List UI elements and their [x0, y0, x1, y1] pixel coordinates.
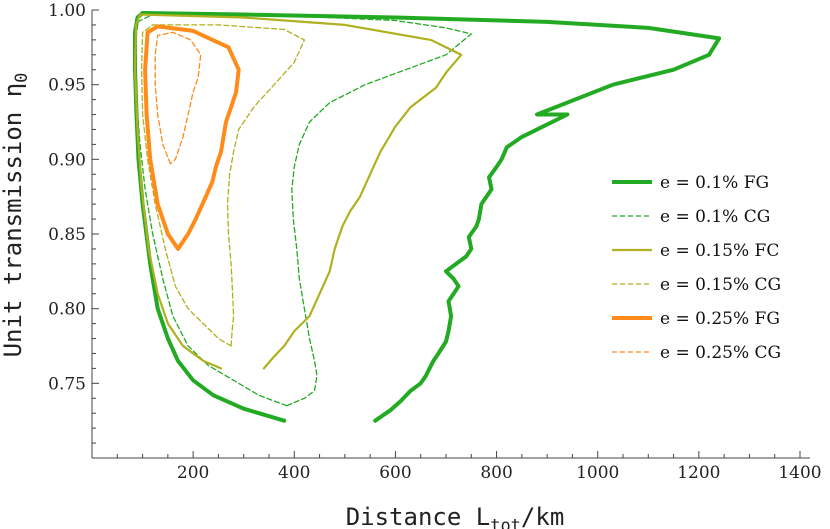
x-axis-title-main: Distance L — [346, 503, 491, 529]
y-tick-label: 1.00 — [48, 1, 86, 21]
x-tick-label: 600 — [379, 463, 411, 483]
series-line-1 — [134, 13, 472, 407]
legend-label: e = 0.15% FC — [660, 241, 779, 261]
y-tick-label: 0.75 — [48, 374, 86, 394]
y-axis-title-main: Unit transmission η — [0, 83, 27, 358]
x-tick-label: 1200 — [677, 463, 720, 483]
legend-label: e = 0.25% FG — [660, 309, 780, 329]
y-tick-label: 0.95 — [48, 76, 86, 96]
x-tick-label: 1000 — [576, 463, 619, 483]
y-axis-title-sub: 0 — [12, 73, 32, 83]
x-tick-label: 800 — [480, 463, 512, 483]
x-tick-label: 1400 — [778, 463, 821, 483]
x-tick-label: 200 — [177, 463, 209, 483]
series-line-5 — [154, 31, 202, 165]
x-axis-title-sub: tot — [490, 516, 521, 529]
legend: e = 0.1% FG e = 0.1% CG e = 0.15% FC e = 0.… — [612, 173, 781, 363]
legend-label: e = 0.15% CG — [660, 275, 781, 295]
legend-label: e = 0.25% CG — [660, 343, 781, 363]
y-tick-label: 0.85 — [48, 225, 86, 245]
series-line-0 — [133, 11, 722, 423]
series-line-2 — [133, 13, 463, 370]
series-line-4 — [143, 24, 241, 251]
y-tick-label: 0.90 — [48, 150, 86, 170]
y-axis-title: Unit transmission η0 — [0, 73, 32, 358]
legend-label: e = 0.1% CG — [660, 207, 770, 227]
legend-label: e = 0.1% FG — [660, 173, 769, 193]
axes — [91, 10, 810, 459]
x-axis-title-unit: /km — [521, 503, 564, 529]
series-line-3 — [140, 24, 306, 347]
x-axis-title: Distance Ltot/km — [346, 503, 565, 529]
y-tick-label: 0.80 — [48, 300, 86, 320]
x-tick-label: 400 — [278, 463, 310, 483]
ticks: 200 400 600 800 1000 1200 1400 0.75 0.80 0.85 0.90… — [48, 1, 821, 483]
series-layer — [133, 11, 722, 423]
